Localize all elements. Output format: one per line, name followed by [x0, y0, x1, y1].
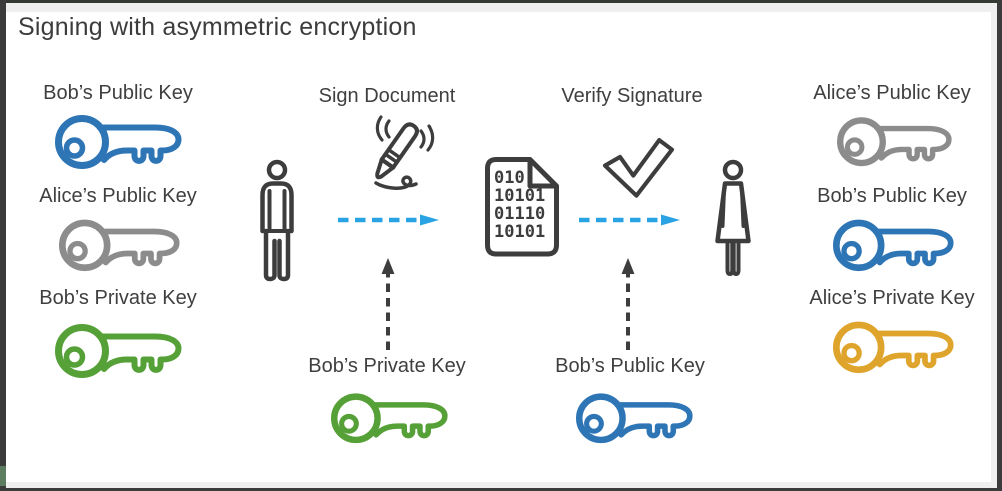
key-icon-blue [832, 212, 956, 273]
left-key-label-2: Alice’s Public Key [39, 185, 197, 207]
frame-border-top [0, 0, 1002, 3]
flow-arrow-right-icon [579, 214, 680, 226]
frame-border-left [0, 0, 6, 491]
binary-text-line: 01110 [494, 204, 545, 224]
binary-text-line: 10101 [494, 222, 545, 242]
left-key-label-1: Bob’s Public Key [43, 82, 193, 104]
binary-text-line: 10101 [494, 186, 545, 206]
left-key-label-3: Bob’s Private Key [39, 287, 197, 309]
verify-input-key-label: Bob’s Public Key [555, 355, 705, 377]
key-icon-green [54, 316, 184, 380]
key-icon-blue [54, 107, 184, 171]
man-icon [252, 158, 302, 284]
binary-document-icon: 010 10101 01110 10101 [485, 157, 559, 257]
checkmark-icon [595, 130, 677, 203]
woman-icon [708, 158, 758, 284]
key-input-arrow-icon [381, 258, 395, 350]
frame-border-bottom [0, 488, 1002, 491]
page-title: Signing with asymmetric encryption [18, 13, 417, 41]
right-key-label-2: Bob’s Public Key [817, 185, 967, 207]
pen-icon [369, 115, 435, 191]
frame-border-right [997, 0, 1002, 491]
key-icon-gold [832, 314, 956, 375]
right-key-label-3: Alice’s Private Key [809, 287, 975, 309]
key-icon-gray [58, 212, 182, 273]
frame-mat-right [991, 0, 997, 491]
sign-step-label: Sign Document [318, 85, 456, 107]
key-input-arrow-icon [621, 258, 635, 350]
binary-text-line: 010 [494, 168, 525, 188]
key-icon-blue [575, 386, 695, 445]
right-key-label-1: Alice’s Public Key [813, 82, 971, 104]
flow-arrow-right-icon [338, 214, 439, 226]
frame-mat-bottom [0, 482, 1002, 488]
sign-input-key-label: Bob’s Private Key [308, 355, 466, 377]
key-icon-gray [836, 110, 954, 168]
frame-mat-top [0, 3, 1002, 12]
verify-step-label: Verify Signature [561, 85, 703, 107]
key-icon-green [330, 386, 450, 445]
frame-accent [0, 466, 6, 486]
